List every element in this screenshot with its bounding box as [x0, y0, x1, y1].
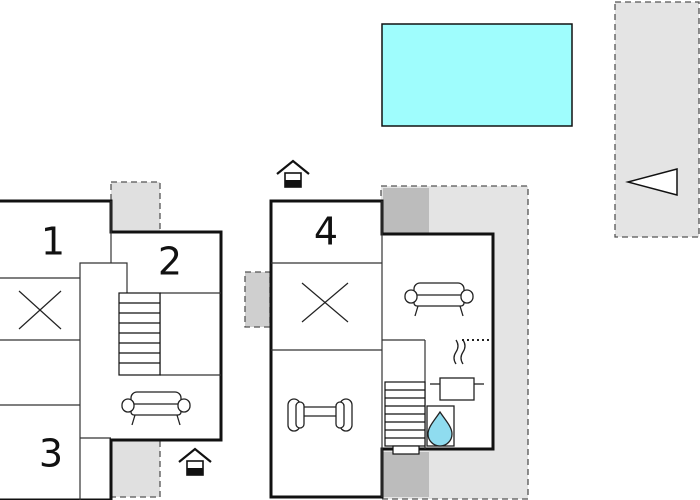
side-terrace-right [614, 1, 700, 238]
pool [381, 23, 573, 127]
entrance-house-icon [276, 159, 310, 188]
sofa-icon [404, 282, 474, 317]
stairs-icon [384, 381, 426, 447]
room-number-4: 4 [314, 210, 338, 254]
bed-marker-icon [18, 290, 62, 330]
porch-b-bottom [383, 452, 429, 497]
room-number-3: 3 [39, 432, 63, 476]
porch-b-top [383, 188, 429, 234]
porch-b-left [244, 271, 271, 328]
entrance-house-icon [178, 447, 212, 476]
doorstep [392, 445, 420, 455]
building-b: 4 [269, 159, 495, 499]
stairs-icon [118, 292, 161, 376]
building-a: 1 2 3 [0, 199, 223, 500]
north-arrow-icon [625, 168, 678, 196]
porch-a-bottom [110, 439, 161, 498]
water-heater-icon [426, 405, 455, 447]
cooking-pot-icon [430, 339, 484, 401]
room-number-1: 1 [41, 220, 65, 264]
dumbbell-icon [287, 398, 353, 432]
sofa-icon [121, 391, 191, 426]
room-number-2: 2 [158, 240, 182, 284]
porch-a-top [110, 181, 161, 233]
building-a-interior-walls [0, 201, 221, 500]
bed-marker-icon [301, 282, 349, 323]
